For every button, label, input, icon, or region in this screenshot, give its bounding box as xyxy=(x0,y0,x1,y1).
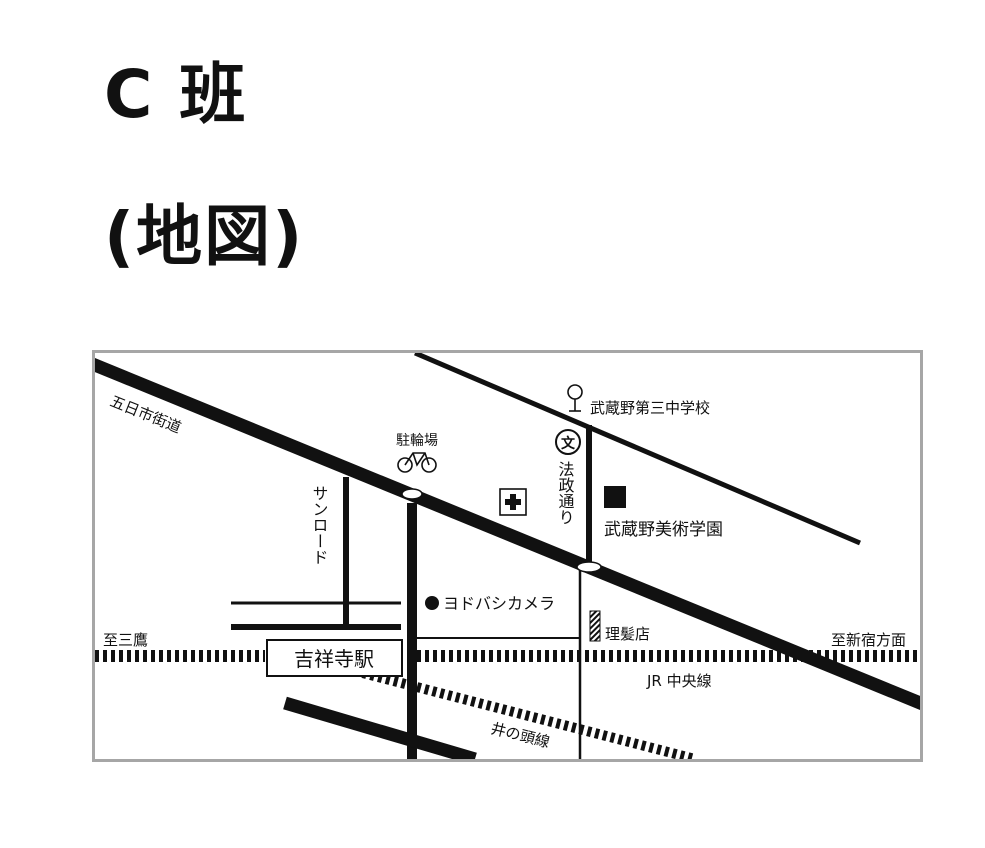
station-box[interactable] xyxy=(266,639,403,677)
sun-road-label: サンロード xyxy=(310,485,329,565)
page-subtitle: (地図) xyxy=(104,198,305,275)
bicycle-icon xyxy=(397,452,437,473)
page-title: C 班 xyxy=(104,56,248,133)
upper-diagonal-road xyxy=(414,353,861,546)
crossing-marker-east xyxy=(576,561,602,573)
art-school-label: 武蔵野美術学園 xyxy=(604,520,723,540)
crossing-marker-west xyxy=(401,488,423,500)
barber-label: 理髪店 xyxy=(605,625,650,643)
bicycle-parking-label: 駐輪場 xyxy=(396,432,438,449)
junior-high-symbol-icon xyxy=(567,384,583,412)
junior-high-label: 武蔵野第三中学校 xyxy=(590,399,710,417)
gokaichi-road xyxy=(95,358,920,710)
hospital-cross-icon xyxy=(499,488,527,516)
map: 吉祥寺駅 五日市街道 駐輪場 武蔵野第三中学校 文 法政通り xyxy=(92,350,923,762)
inokashira-line xyxy=(353,666,697,759)
svg-text:文: 文 xyxy=(561,435,576,452)
station-label: 吉祥寺駅 xyxy=(294,647,374,671)
yodobashi-label: ヨドバシカメラ xyxy=(443,594,555,613)
store-dot-icon xyxy=(425,596,439,610)
to-shinjuku-label: 至新宿方面 xyxy=(831,631,906,649)
lower-diagonal-road xyxy=(283,696,477,759)
building-square-icon xyxy=(604,486,626,508)
hosei-street-label: 法政通り xyxy=(556,461,575,525)
barber-pole-icon xyxy=(589,610,601,642)
jr-line-label: JR 中央線 xyxy=(646,672,712,690)
map-canvas: 吉祥寺駅 五日市街道 駐輪場 武蔵野第三中学校 文 法政通り xyxy=(95,353,920,759)
school-symbol-icon: 文 xyxy=(555,429,581,455)
to-mitaka-label: 至三鷹 xyxy=(103,631,148,649)
